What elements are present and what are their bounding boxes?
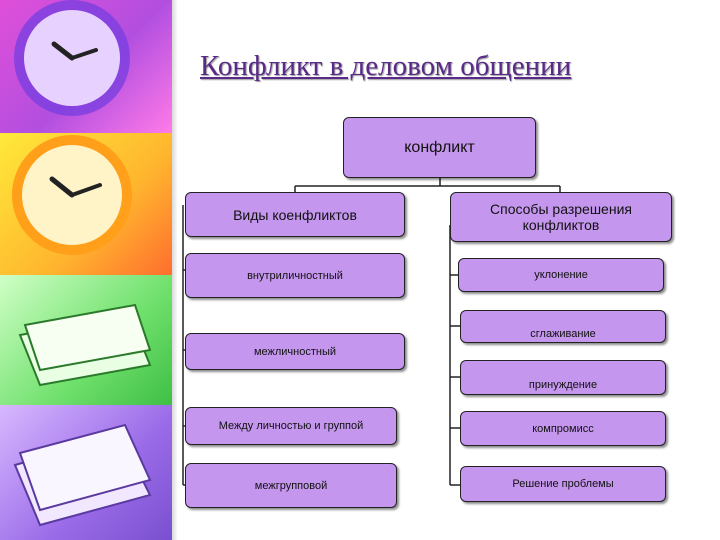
green-papers-image: [0, 275, 172, 405]
page-title: Конфликт в деловом общении: [200, 50, 572, 82]
left-item-node: Между личностью и группой: [185, 407, 397, 445]
strip-shadow-edge: [172, 0, 178, 540]
right-item-node: уклонение: [458, 258, 664, 292]
left-header-node: Виды коенфликтов: [185, 192, 405, 237]
clock-icon: [14, 0, 130, 116]
right-item-node: компромисс: [460, 411, 666, 446]
purple-clock-image: [0, 0, 172, 133]
right-item-node: сглаживание: [460, 310, 666, 343]
orange-clock-image: [0, 133, 172, 275]
lilac-papers-image: [0, 405, 172, 540]
right-header-node: Способы разрешения конфликтов: [450, 192, 672, 242]
decorative-image-strip: [0, 0, 172, 540]
left-item-node: межгрупповой: [185, 463, 397, 508]
papers-icon: [18, 303, 152, 387]
left-item-node: межличностный: [185, 333, 405, 370]
root-node: конфликт: [343, 117, 536, 178]
right-item-node: принуждение: [460, 360, 666, 395]
right-item-node: Решение проблемы: [460, 466, 666, 502]
left-item-node: внутриличностный: [185, 253, 405, 298]
clock-icon: [12, 135, 132, 255]
papers-icon: [13, 423, 152, 527]
